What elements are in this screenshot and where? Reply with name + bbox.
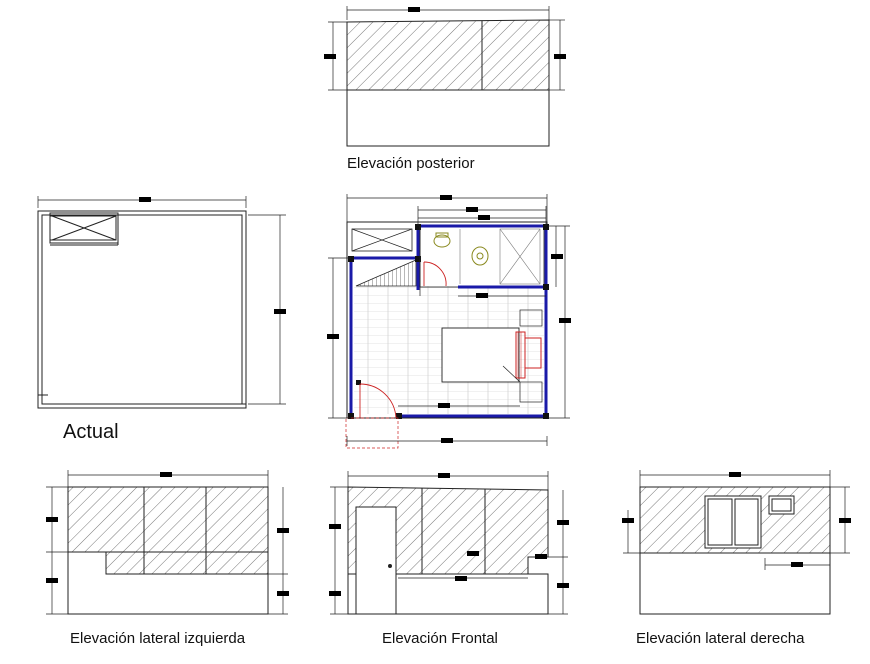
right-elevation bbox=[623, 470, 850, 615]
current-plan bbox=[37, 196, 286, 409]
front-dimension-tags bbox=[329, 473, 569, 596]
front-elevation bbox=[330, 471, 568, 615]
front-elevation-caption: Elevación Frontal bbox=[382, 630, 498, 647]
left-elevation bbox=[46, 470, 288, 615]
right-dimension-tags bbox=[622, 472, 851, 567]
proposed-plan bbox=[327, 194, 571, 449]
current-plan-caption: Actual bbox=[63, 421, 119, 443]
left-elevation-caption: Elevación lateral izquierda bbox=[70, 630, 246, 647]
current-dimension-tags bbox=[139, 197, 286, 314]
rear-dimension-tags bbox=[324, 7, 566, 59]
rear-elevation bbox=[328, 6, 565, 147]
right-elevation-caption: Elevación lateral derecha bbox=[636, 630, 805, 647]
rear-elevation-caption: Elevación posterior bbox=[347, 155, 475, 172]
left-dimension-tags bbox=[46, 472, 289, 596]
